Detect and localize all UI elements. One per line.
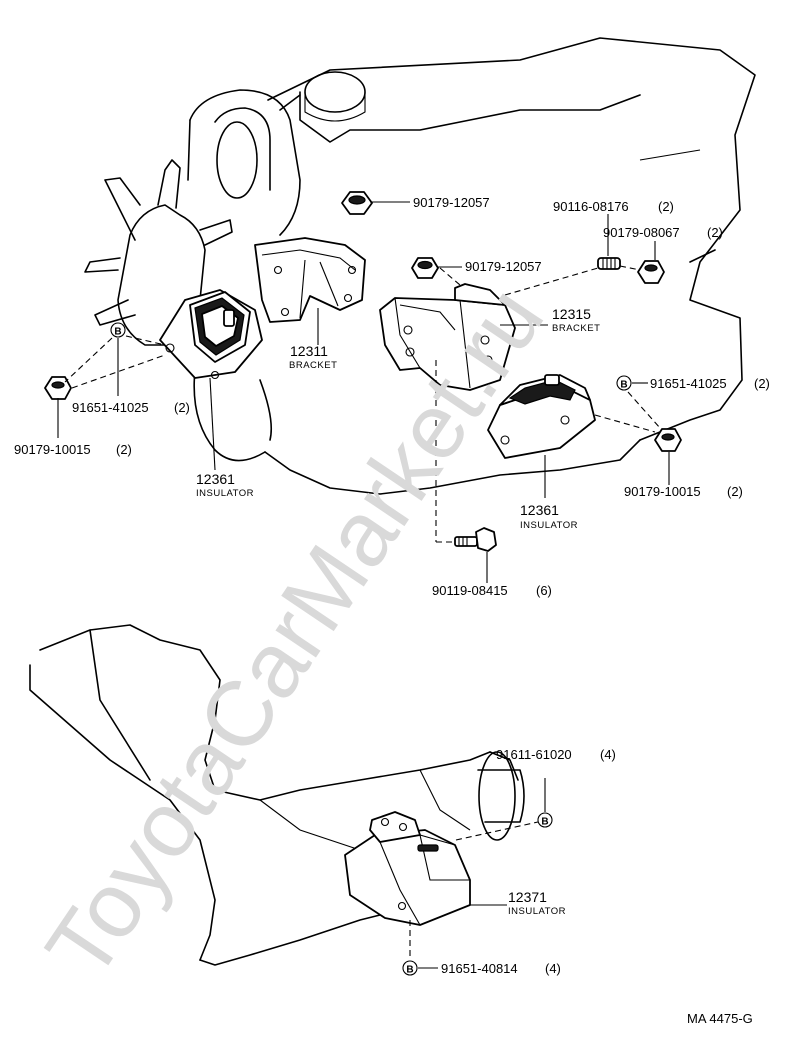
label-rear-insulator-pn: 12371 [508,889,547,905]
leader-lines [57,201,670,969]
nut-90179-12057-mid [411,257,439,279]
label-rear-washer: 91651-40814 [441,961,518,976]
label-insulator-left-pn: 12361 [196,471,235,487]
label-stud: 90116-08176 [553,199,629,214]
label-nut-left-bottom-qty: (2) [116,442,132,457]
insulator-right [487,374,596,459]
engine-block-outline [264,37,756,495]
stud-90116-08176 [597,257,621,270]
label-rear-bolt: 91611-61020 [496,747,572,762]
label-bolt: 90119-08415 [432,583,508,598]
label-stud-qty: (2) [658,199,674,214]
marker-b-rear-bottom: B [402,960,418,976]
label-nut-right-bottom: 90179-10015 [624,484,701,499]
label-bracket-right-pn: 12315 [552,306,591,322]
label-nut-top: 90179-12057 [413,195,490,210]
label-bracket-left-pn: 12311 [290,343,328,359]
label-bolt-qty: (6) [536,583,552,598]
nut-90179-12057-top [341,191,373,215]
insulator-left [159,289,263,380]
crank-pulley [187,89,301,462]
diagram-reference: MA 4475-G [687,1011,753,1026]
label-nut-mid: 90179-12057 [465,259,542,274]
marker-b-rear-top: B [537,812,553,828]
bracket-12315 [379,283,516,391]
insulator-rear [344,811,471,926]
label-nut-right-bottom-qty: (2) [727,484,743,499]
label-insulator-right-pn: 12361 [520,502,559,518]
label-nut-right: 90179-08067 [603,225,680,240]
label-insulator-left-name: INSULATOR [196,488,254,499]
svg-text:B: B [406,965,413,976]
label-washer-left-qty: (2) [174,400,190,415]
callout-labels: 90179-12057 90179-12057 90116-08176 (2) … [14,195,770,1026]
label-rear-insulator-name: INSULATOR [508,906,566,917]
svg-text:B: B [114,327,121,338]
label-nut-left-bottom: 90179-10015 [14,442,91,457]
watermark: ToyotaCarMarket.ru [27,269,563,996]
bolt-90119-08415 [454,527,497,552]
label-insulator-right-name: INSULATOR [520,520,578,531]
label-nut-right-qty: (2) [707,225,723,240]
marker-b-left: B [110,322,126,338]
label-washer-left: 91651-41025 [72,400,149,415]
marker-b-right: B [616,375,632,391]
nut-90179-10015-right [654,428,682,452]
svg-text:B: B [620,380,627,391]
nut-90179-10015-left [44,376,72,400]
label-bracket-right-name: BRACKET [552,323,600,334]
svg-text:B: B [541,817,548,828]
label-washer-right: 91651-41025 [650,376,727,391]
label-washer-right-qty: (2) [754,376,770,391]
transmission-outline [29,624,525,966]
bracket-12311 [254,237,366,323]
label-bracket-left-name: BRACKET [289,360,337,371]
label-rear-bolt-qty: (4) [600,747,616,762]
label-rear-washer-qty: (4) [545,961,561,976]
nut-90179-08067 [637,260,665,284]
